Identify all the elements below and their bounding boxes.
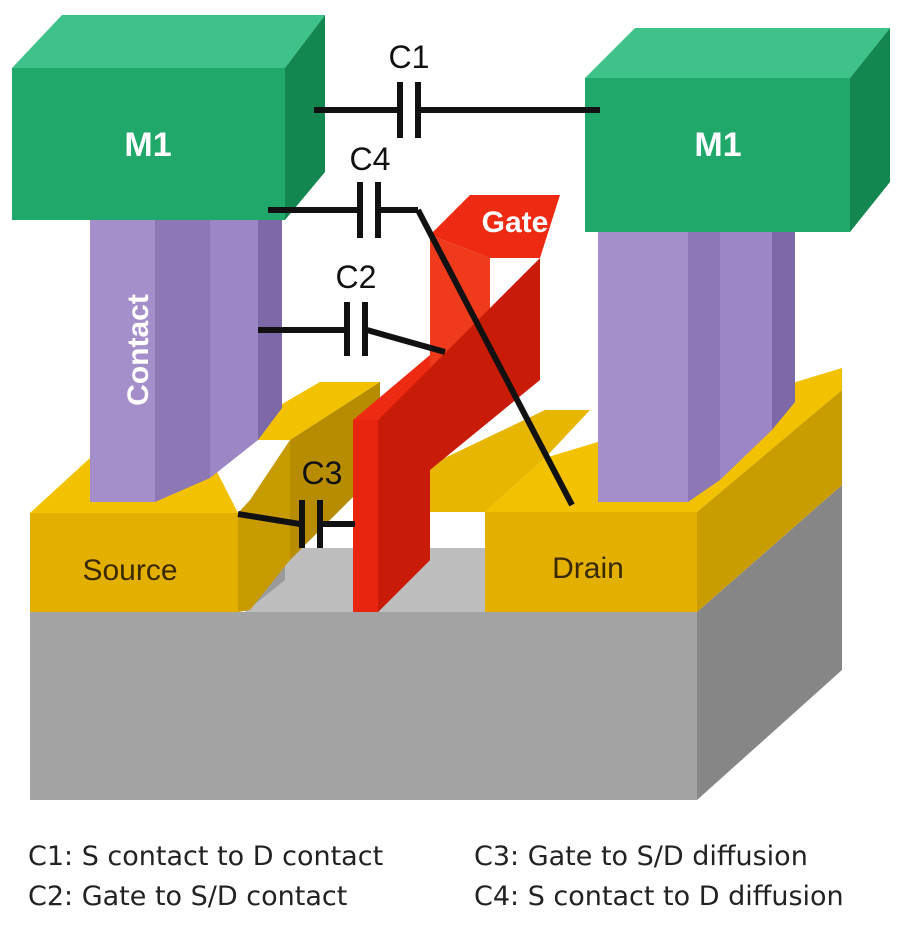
metal-right-label: M1 — [694, 126, 741, 164]
c2-label: C2 — [336, 259, 377, 295]
contact-right — [598, 228, 795, 502]
gate-label: Gate — [482, 206, 549, 239]
gate-poly — [353, 195, 560, 612]
drain-label: Drain — [552, 552, 624, 585]
contact-left — [90, 218, 282, 502]
c4-label: C4 — [350, 141, 391, 177]
substrate-block — [30, 485, 842, 800]
capacitor-c4 — [268, 182, 575, 507]
legend-c1: C1: S contact to D contact — [28, 841, 384, 872]
metal-right — [585, 28, 890, 232]
source-label: Source — [82, 554, 177, 587]
capacitor-c1 — [314, 82, 600, 138]
legend-c3: C3: Gate to S/D diffusion — [474, 841, 808, 872]
capacitor-c3 — [237, 500, 355, 548]
c1-label: C1 — [389, 39, 430, 75]
capacitor-c2 — [258, 302, 446, 356]
metal-left — [12, 15, 325, 220]
legend-c4: C4: S contact to D diffusion — [474, 881, 844, 912]
metal-left-label: M1 — [124, 126, 171, 164]
contact-label: Contact — [122, 294, 155, 406]
c3-label: C3 — [302, 455, 343, 491]
legend-c2: C2: Gate to S/D contact — [28, 881, 348, 912]
